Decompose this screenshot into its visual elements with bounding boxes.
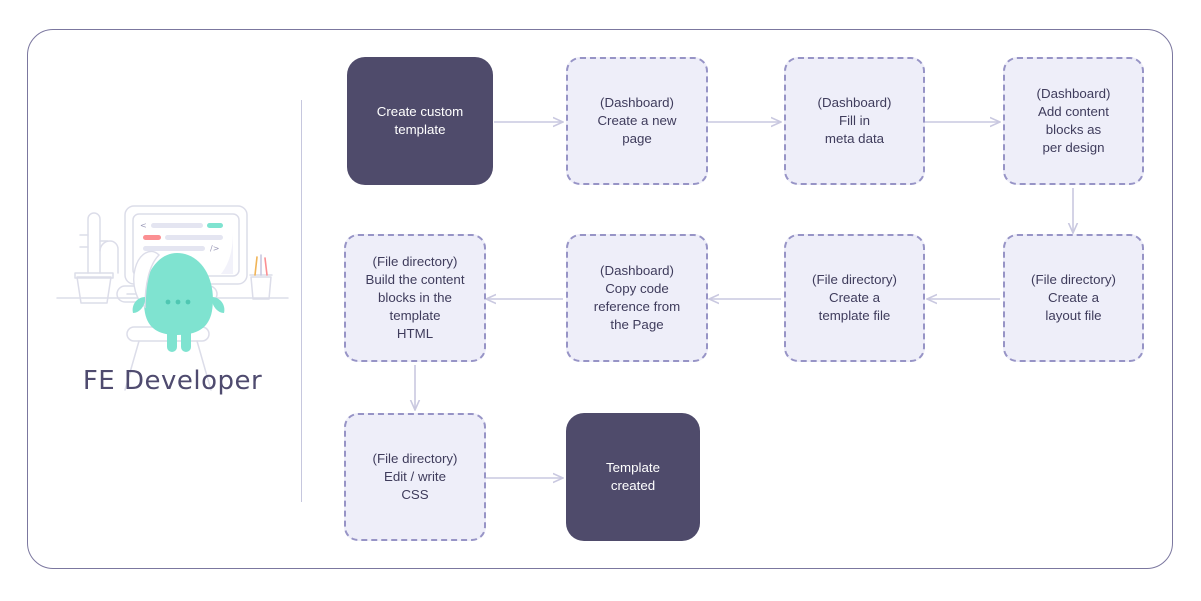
developer-illustration: < /> [55, 185, 290, 400]
section-divider [301, 100, 303, 502]
flow-node-add-content-blocks[interactable]: (Dashboard) Add content blocks as per de… [1003, 57, 1144, 185]
flow-node-copy-code-reference[interactable]: (Dashboard) Copy code reference from the… [566, 234, 708, 362]
flow-node-fill-in-meta-data[interactable]: (Dashboard) Fill in meta data [784, 57, 925, 185]
svg-text:/>: /> [210, 244, 219, 253]
flow-node-build-content-blocks-html[interactable]: (File directory) Build the content block… [344, 234, 486, 362]
card-frame [27, 29, 1173, 569]
flow-node-template-created[interactable]: Template created [566, 413, 700, 541]
screen-code-lines: < /> [140, 221, 233, 274]
mascot [132, 250, 225, 352]
persona-label: FE Developer [82, 366, 263, 396]
flow-node-create-template-file[interactable]: (File directory) Create a template file [784, 234, 925, 362]
flow-node-edit-write-css[interactable]: (File directory) Edit / write CSS [344, 413, 486, 541]
svg-text:<: < [140, 221, 147, 230]
flow-node-create-layout-file[interactable]: (File directory) Create a layout file [1003, 234, 1144, 362]
flow-node-create-a-new-page[interactable]: (Dashboard) Create a new page [566, 57, 708, 185]
flow-node-create-custom-template[interactable]: Create custom template [347, 57, 493, 185]
